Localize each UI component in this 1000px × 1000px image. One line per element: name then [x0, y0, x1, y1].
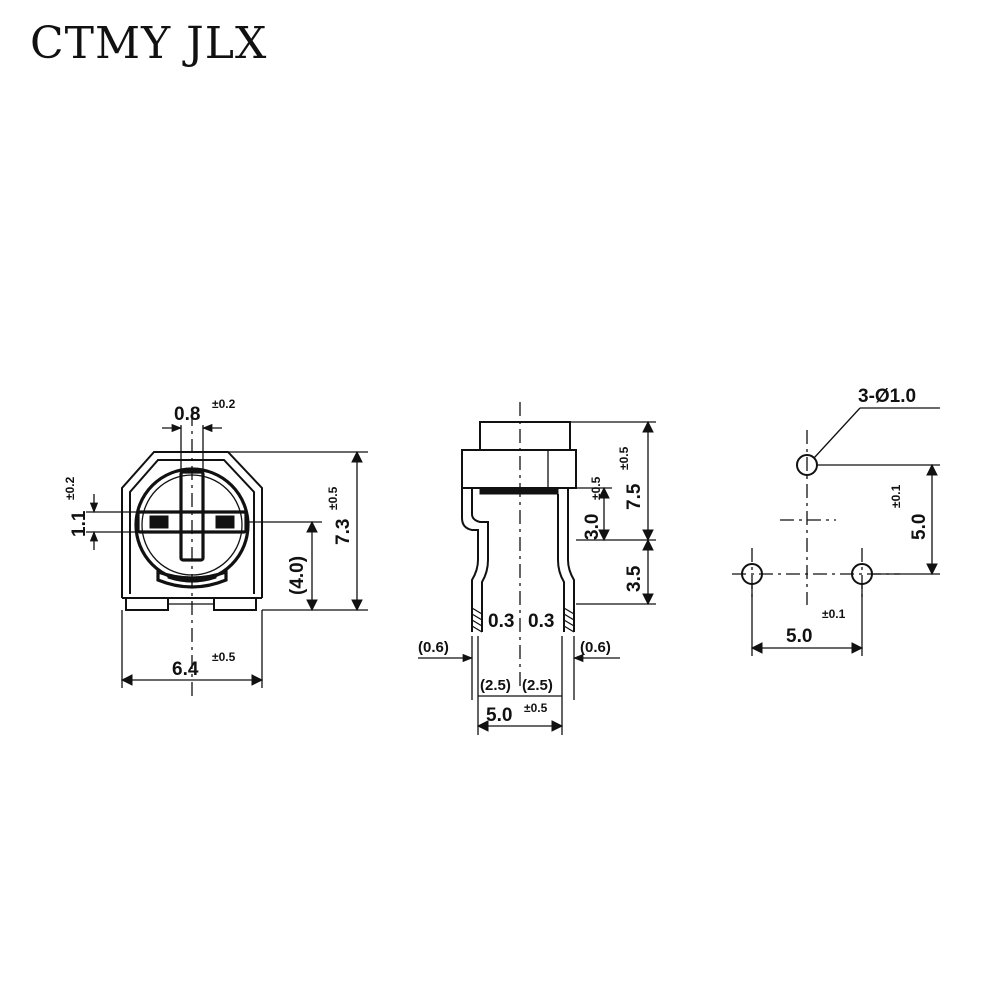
width-label: 6.4	[172, 659, 199, 680]
vertical-spacing-label: 5.0	[909, 514, 930, 540]
pin-thickness-left-label: 0.3	[488, 611, 514, 632]
holes-label: 3-Ø1.0	[858, 386, 916, 407]
body-height-tol: ±0.5	[589, 476, 603, 500]
vertical-spacing-tol: ±0.1	[889, 484, 903, 508]
pitch-tol: ±0.5	[524, 701, 548, 715]
pin-thickness-right-label: 0.3	[528, 611, 554, 632]
pin-length-label: 3.5	[624, 565, 645, 592]
hole-width-label: 0.8	[174, 404, 200, 425]
half-pitch-left-label: (2.5)	[480, 677, 511, 694]
total-height-tol: ±0.5	[326, 486, 340, 510]
width-tol: ±0.5	[212, 650, 236, 664]
pitch-label: 5.0	[486, 705, 512, 726]
side-pin-left	[461, 488, 479, 632]
side-knob	[479, 421, 571, 451]
front-view: 0.8 ±0.2 1.1 ±0.2 7.3 ±0.5 (4.0) 6.4 ±0.…	[63, 397, 368, 700]
horizontal-spacing-label: 5.0	[786, 626, 812, 647]
pin-offset-left-label: (0.6)	[418, 639, 449, 656]
front-foot-right	[213, 597, 257, 611]
pcb-layout: 3-Ø1.0 5.0 ±0.1 5.0 ±0.1	[732, 386, 940, 656]
horizontal-spacing-tol: ±0.1	[822, 607, 846, 621]
slot-height-tol: ±0.2	[63, 476, 77, 500]
brand-logo: CTMY JLX	[30, 18, 268, 69]
side-view: 0.3 0.3 (0.6) (0.6) (2.5) (2.5) 5.0 ±0.5…	[418, 402, 656, 735]
hole-width-tol: ±0.2	[212, 397, 236, 411]
slot-height-label: 1.1	[69, 510, 90, 537]
pin-offset-right-label: (0.6)	[580, 639, 611, 656]
side-body	[461, 449, 577, 489]
front-foot-left	[125, 597, 169, 611]
knob-height-tol: ±0.5	[617, 446, 631, 470]
total-height-label: 7.3	[333, 519, 354, 545]
front-body-inner	[129, 459, 255, 594]
side-pin-right	[557, 494, 565, 632]
knob-height-label: 7.5	[624, 483, 645, 510]
half-pitch-right-label: (2.5)	[522, 677, 553, 694]
center-height-label: (4.0)	[287, 556, 308, 595]
body-height-label: 3.0	[582, 514, 603, 540]
front-body-outline	[121, 451, 263, 598]
